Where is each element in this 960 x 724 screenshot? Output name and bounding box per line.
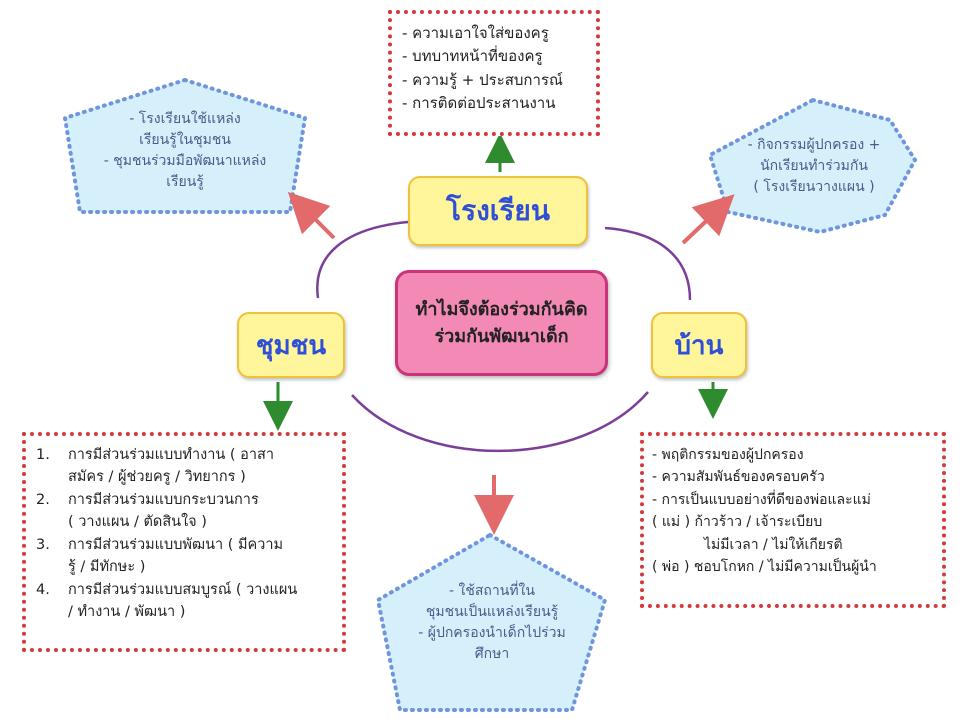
center-line-1: ทำไมจึงต้องร่วมกันคิด: [415, 299, 588, 320]
list-item-line: การมีส่วนร่วมแบบกระบวนการ: [68, 491, 259, 508]
home-detail-6: ( พ่อ ) ชอบโกหก / ไม่มีความเป็นผู้นำ: [652, 558, 877, 575]
pentagon-bottom-shape: [375, 532, 608, 712]
list-item-line: การมีส่วนร่วมแบบพัฒนา ( มีความ: [68, 536, 284, 553]
list-item-number: 1.: [36, 447, 50, 463]
node-school-label: โรงเรียน: [446, 194, 550, 227]
home-detail-1: - พฤติกรรมของผู้ปกครอง: [652, 447, 804, 463]
pentagon-left-shape: [62, 77, 308, 214]
list-item: 4. การมีส่วนร่วมแบบสมบูรณ์ ( วางแผน / ทำ…: [36, 579, 332, 624]
home-detail-3: - การเป็นแบบอย่างที่ดีของพ่อและแม่: [652, 491, 871, 508]
home-detail-5: ไม่มีเวลา / ไม่ให้เกียรติ: [704, 536, 843, 553]
school-details-box: - ความเอาใจใส่ของครู - บทบาทหน้าที่ของคร…: [388, 10, 600, 136]
pentagon-bottom-line-1: - ใช้สถานที่ใน: [449, 583, 535, 599]
list-item: 2. การมีส่วนร่วมแบบกระบวนการ ( วางแผน / …: [36, 489, 332, 534]
arrow-to-left-pentagon: [287, 191, 336, 240]
school-detail-1: - ความเอาใจใส่ของครู: [402, 24, 549, 42]
school-detail-3: - ความรู้ + ประสบการณ์: [402, 70, 563, 89]
heptagon-right-line-2: นักเรียนทำร่วมกัน: [760, 157, 868, 174]
pentagon-left-line-2: เรียนรู้ในชุมชน: [139, 132, 231, 148]
list-item-number: 2.: [36, 491, 50, 508]
pentagon-bottom-line-3: - ผู้ปกครองนำเด็กไปร่วม: [418, 625, 566, 641]
node-home: บ้าน: [651, 312, 747, 378]
home-detail-4: ( แม่ ) ก้าวร้าว / เจ้าระเบียบ: [652, 514, 823, 531]
pentagon-bottom-line-4: ศึกษา: [474, 646, 510, 662]
list-item-line: การมีส่วนร่วมแบบทำงาน ( อาสา: [68, 447, 274, 463]
curve-top-left: [316, 220, 409, 299]
list-item-line: การมีส่วนร่วมแบบสมบูรณ์ ( วางแผน: [68, 581, 298, 598]
list-item-line: สมัคร / ผู้ช่วยครู / วิทยากร ): [68, 469, 246, 486]
node-community: ชุมชน: [237, 312, 345, 378]
list-item: 1. การมีส่วนร่วมแบบทำงาน ( อาสา สมัคร / …: [36, 444, 332, 489]
school-detail-4: - การติดต่อประสานงาน: [402, 93, 556, 112]
list-item-number: 3.: [36, 536, 50, 553]
list-item-number: 4.: [36, 581, 50, 598]
list-item: 3. การมีส่วนร่วมแบบพัฒนา ( มีความ รู้ / …: [36, 534, 332, 579]
center-question: ทำไมจึงต้องร่วมกันคิด ร่วมกันพัฒนาเด็ก: [395, 270, 608, 376]
arrow-to-right-heptagon: [681, 194, 735, 245]
heptagon-right-line-1: - กิจกรรมผู้ปกครอง +: [747, 136, 881, 153]
community-details-box: 1. การมีส่วนร่วมแบบทำงาน ( อาสา สมัคร / …: [22, 432, 346, 652]
heptagon-right-text: - กิจกรรมผู้ปกครอง + นักเรียนทำร่วมกัน (…: [722, 122, 906, 210]
curve-bottom: [351, 391, 649, 453]
list-item-line: รู้ / มีทักษะ ): [68, 559, 146, 576]
node-school: โรงเรียน: [408, 176, 588, 246]
pentagon-left-text: - โรงเรียนใช้แหล่ง เรียนรู้ในชุมชน - ชุม…: [80, 98, 290, 204]
heptagon-right-shape: [707, 97, 918, 235]
pentagon-left-line-1: - โรงเรียนใช้แหล่ง: [129, 111, 241, 127]
home-details-box: - พฤติกรรมของผู้ปกครอง - ความสัมพันธ์ของ…: [640, 432, 946, 608]
pentagon-left-line-3: - ชุมชนร่วมมือพัฒนาแหล่ง: [103, 153, 267, 169]
list-item-line: / ทำงาน / พัฒนา ): [68, 604, 186, 621]
list-item-line: ( วางแผน / ตัดสินใจ ): [68, 514, 207, 531]
curve-top-right: [604, 226, 692, 301]
heptagon-right-line-3: ( โรงเรียนวางแผน ): [753, 178, 875, 195]
center-line-2: ร่วมกันพัฒนาเด็ก: [434, 326, 569, 347]
pentagon-left-line-4: เรียนรู้: [166, 174, 204, 190]
community-participation-list: 1. การมีส่วนร่วมแบบทำงาน ( อาสา สมัคร / …: [36, 444, 332, 624]
pentagon-bottom-text: - ใช้สถานที่ใน ชุมชนเป็นแหล่งเรียนรู้ - …: [392, 568, 592, 678]
school-detail-2: - บทบาทหน้าที่ของครู: [402, 47, 543, 66]
pentagon-bottom-line-2: ชุมชนเป็นแหล่งเรียนรู้: [425, 604, 559, 620]
node-home-label: บ้าน: [674, 330, 724, 361]
node-community-label: ชุมชน: [255, 330, 327, 361]
home-detail-2: - ความสัมพันธ์ของครอบครัว: [652, 469, 825, 486]
